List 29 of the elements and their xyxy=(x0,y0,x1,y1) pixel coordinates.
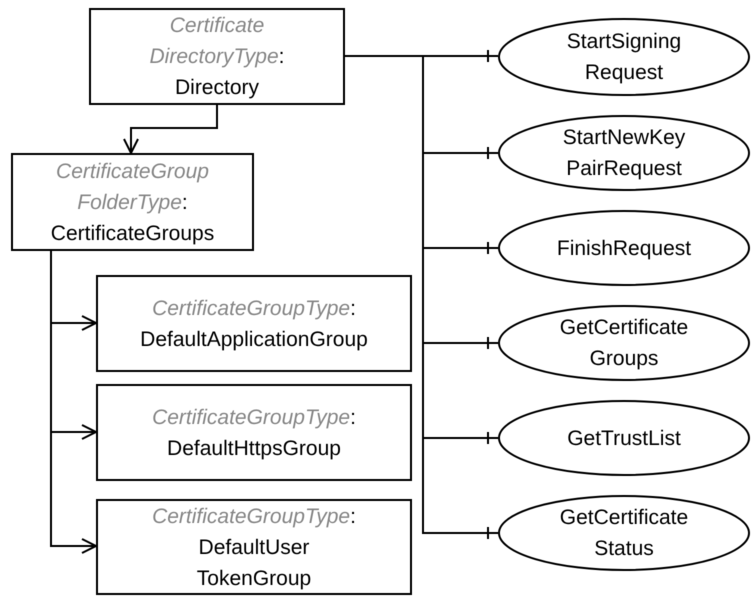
node-label: Directory xyxy=(174,75,259,101)
object-box xyxy=(96,499,412,595)
type-label: CertificateGroupType: xyxy=(152,504,356,530)
type-label: CertificateGroupType: xyxy=(152,296,356,322)
method-ellipse xyxy=(498,210,750,286)
node-label: DefaultUser TokenGroup xyxy=(196,534,312,592)
object-box xyxy=(89,8,345,105)
type-label: CertificateGroupType: xyxy=(152,404,356,430)
node-label: StartSigning Request xyxy=(566,29,682,86)
object-box xyxy=(96,384,412,481)
method-ellipse xyxy=(498,18,750,96)
type-label: CertificateGroup FolderType: xyxy=(55,158,210,216)
node-label: CertificateGroups xyxy=(50,220,214,246)
node-label: StartNewKey PairRequest xyxy=(562,125,686,182)
object-box xyxy=(11,153,254,251)
method-ellipse xyxy=(498,495,750,571)
method-ellipse xyxy=(498,115,750,191)
node-label: GetCertificate Status xyxy=(558,505,690,562)
method-ellipse xyxy=(498,305,750,381)
node-label: DefaultHttpsGroup xyxy=(167,436,341,462)
object-box xyxy=(96,275,412,372)
node-label: DefaultApplicationGroup xyxy=(140,326,368,352)
node-label: GetTrustList xyxy=(567,426,681,452)
node-label: FinishRequest xyxy=(556,236,692,262)
arrow xyxy=(123,105,218,154)
arrow xyxy=(50,251,97,554)
type-label: Certificate DirectoryType: xyxy=(148,13,286,70)
node-label: GetCertificate Groups xyxy=(558,315,690,372)
method-ellipse xyxy=(498,400,750,476)
